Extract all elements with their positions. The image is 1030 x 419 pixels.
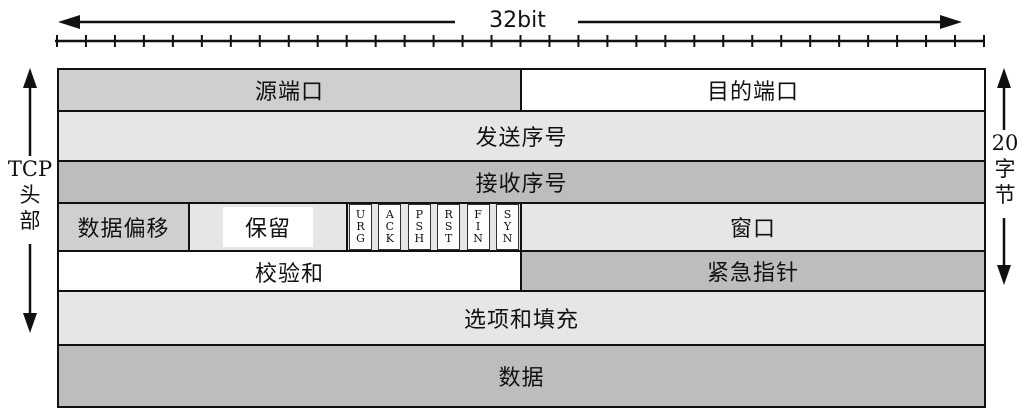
flag-urg-letter: G	[356, 232, 365, 245]
checksum-field: 校验和	[57, 250, 522, 292]
bit-ruler	[55, 35, 985, 47]
size-label: 20 字 节	[988, 130, 1022, 218]
flag-psh-letter: H	[414, 232, 425, 245]
flag-psh-letter: P	[415, 208, 423, 221]
flag-rst-letter: R	[444, 208, 453, 221]
flag-syn-letter: S	[503, 208, 512, 221]
size-label-line3: 节	[994, 183, 1016, 207]
flag-urg-letter: U	[355, 208, 366, 221]
ack-number-field: 接收序号	[57, 160, 986, 204]
source-port-field: 源端口	[57, 68, 522, 112]
data-field: 数据	[57, 344, 986, 408]
tcp-header-label-line2: 头	[19, 183, 41, 207]
flag-ack-letter: K	[385, 232, 394, 245]
flag-syn-letter: Y	[503, 220, 512, 233]
urgent-pointer-field: 紧急指针	[520, 250, 986, 292]
sequence-number-field: 发送序号	[57, 110, 986, 162]
flag-rst-letter: S	[444, 220, 453, 233]
data-offset-field: 数据偏移	[57, 202, 190, 252]
flag-ack-letter: A	[385, 208, 394, 221]
reserved-label: 保留	[222, 207, 313, 247]
flag-fin-letter: F	[474, 208, 482, 221]
size-label-line2: 字	[994, 157, 1016, 181]
flag-urg-letter: R	[356, 220, 365, 233]
dest-port-field: 目的端口	[520, 68, 986, 112]
width-label: 32bit	[460, 8, 575, 33]
flag-rst-letter: T	[445, 232, 453, 245]
tcp-header-label-line3: 部	[19, 209, 41, 233]
flag-psh-letter: S	[415, 220, 424, 233]
tcp-header-label-line1: TCP	[7, 157, 53, 181]
tcp-header-label: TCP 头 部	[6, 156, 54, 244]
flag-ack-letter: C	[385, 220, 395, 233]
reserved-field: 保留	[188, 202, 348, 252]
window-field: 窗口	[520, 202, 986, 252]
flag-syn-letter: N	[502, 232, 513, 245]
width-arrow	[58, 15, 962, 29]
size-label-line1: 20	[991, 131, 1019, 155]
flag-fin-letter: I	[475, 220, 481, 233]
flag-fin-letter: N	[473, 232, 483, 245]
options-padding-field: 选项和填充	[57, 290, 986, 346]
